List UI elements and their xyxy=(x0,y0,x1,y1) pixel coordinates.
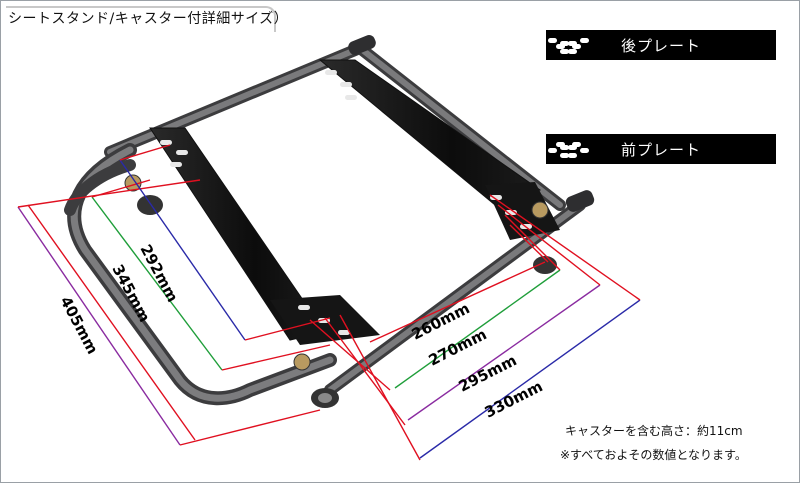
rear-plate-badge: 後プレート xyxy=(546,30,776,60)
dimension-lines xyxy=(17,144,641,461)
approx-note: ※すべておよその数値となります。 xyxy=(560,448,747,462)
rear-plate-label: 後プレート xyxy=(620,36,701,55)
front-plate-badge: 前プレート xyxy=(546,134,776,164)
dim-405: 405mm xyxy=(56,293,101,357)
front-plate-label: 前プレート xyxy=(620,140,701,159)
title-box xyxy=(6,6,276,32)
plate-holes-icon xyxy=(548,142,581,158)
dim-330: 330mm xyxy=(482,377,546,421)
plate-holes-icon xyxy=(548,38,581,54)
page-title: シートスタンド/キャスター付詳細サイズ） xyxy=(8,11,289,27)
caster-wheels xyxy=(124,174,557,408)
side-plates xyxy=(149,59,560,345)
dim-295: 295mm xyxy=(456,351,520,395)
caster-height-note: キャスターを含む高さ：約11cm xyxy=(565,424,743,438)
